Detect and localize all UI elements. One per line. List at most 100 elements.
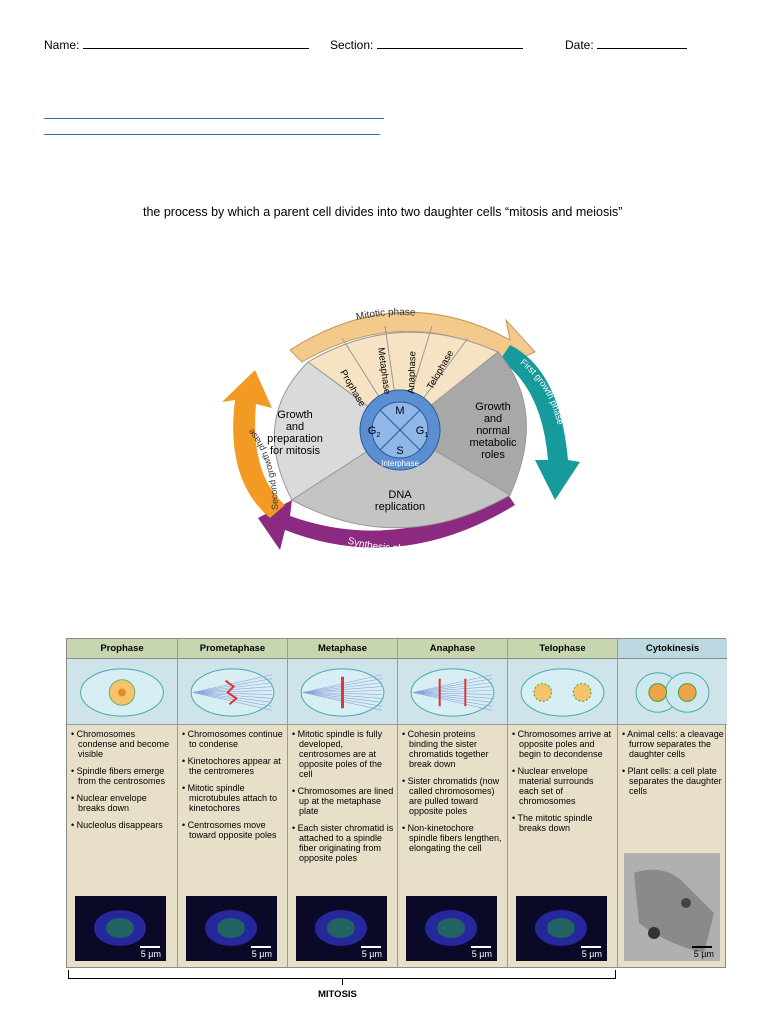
blank-line-2[interactable] <box>44 134 380 135</box>
stage-bullet-list: • Mitotic spindle is fully developed, ce… <box>292 729 394 870</box>
mitotic-wedge <box>307 331 499 431</box>
stage-bullet: • The mitotic spindle breaks down <box>512 813 593 833</box>
stage-cell-illustration <box>618 659 727 725</box>
center-m: M <box>395 405 404 417</box>
scale-bar <box>692 946 712 948</box>
stage-bullet-list: • Chromosomes condense and become visibl… <box>71 729 174 837</box>
stage-title: Telophase <box>508 639 617 659</box>
svg-text:roles: roles <box>481 449 505 461</box>
stage-bullet-list: • Animal cells: a cleavage furrow separa… <box>622 729 724 803</box>
interphase-label: Interphase <box>381 459 419 468</box>
date-label: Date: <box>565 38 594 52</box>
name-blank[interactable] <box>82 38 309 49</box>
scale-label: 5 µm <box>581 949 602 959</box>
svg-text:for mitosis: for mitosis <box>270 445 321 457</box>
stage-cell-illustration <box>288 659 397 725</box>
svg-text:replication: replication <box>375 501 425 513</box>
mitotic-phase-arrow <box>289 311 536 371</box>
scale-label: 5 µm <box>361 949 382 959</box>
stage-bullet: • Chromosomes are lined up at the metaph… <box>292 786 394 816</box>
stage-title: Cytokinesis <box>618 639 727 659</box>
svg-text:Growth: Growth <box>277 409 312 421</box>
center-g2: G2 <box>368 425 381 439</box>
svg-text:DNA: DNA <box>388 489 412 501</box>
name-field[interactable]: Name: <box>44 38 309 52</box>
stage-column-anaphase: Anaphase • Cohesin proteins binding the s… <box>398 639 508 967</box>
stage-bullet: • Nuclear envelope material surrounds ea… <box>512 766 594 806</box>
stage-column-telophase: Telophase • Chromosomes arrive at opposit… <box>508 639 618 967</box>
scale-label: 5 µm <box>251 949 272 959</box>
date-blank[interactable] <box>597 38 688 49</box>
scale-bar <box>471 946 491 948</box>
stage-bullet: • Nucleolus disappears <box>71 820 163 830</box>
stage-column-prophase: Prophase • Chromosomes condense and becom… <box>67 639 178 967</box>
stage-bullet: • Kinetochores appear at the centromeres <box>182 756 281 776</box>
stage-column-prometaphase: Prometaphase • Chromosomes continue to co… <box>178 639 288 967</box>
stage-title: Prometaphase <box>178 639 287 659</box>
fluorescence-micrograph: 5 µm <box>296 896 387 961</box>
fluorescence-micrograph: 5 µm <box>516 896 607 961</box>
first-growth-arrow <box>500 345 580 500</box>
section-label: Section: <box>330 38 374 52</box>
stage-bullet: • Nuclear envelope breaks down <box>71 793 147 813</box>
fluorescence-micrograph: 5 µm <box>75 896 166 961</box>
stage-title: Anaphase <box>398 639 507 659</box>
scale-bar <box>140 946 160 948</box>
g1-description: Growth and normal metabolic roles <box>469 401 517 461</box>
scale-label: 5 µm <box>471 949 492 959</box>
second-growth-arrow <box>222 370 285 518</box>
scale-label: 5 µm <box>693 949 714 959</box>
definition-text: the process by which a parent cell divid… <box>143 205 623 219</box>
section-blank[interactable] <box>376 38 523 49</box>
fluorescence-micrograph: 5 µm <box>186 896 277 961</box>
cell-cycle-diagram: M S G2 G1 Interphase Mitotic phase Synth… <box>222 307 580 554</box>
stage-bullet: • Non-kinetochore spindle fibers lengthe… <box>402 823 502 853</box>
stage-bullet: • Animal cells: a cleavage furrow separa… <box>622 729 724 759</box>
stage-bullet: • Cohesin proteins binding the sister ch… <box>402 729 489 769</box>
svg-text:metabolic: metabolic <box>469 437 517 449</box>
stage-bullet: • Each sister chromatid is attached to a… <box>292 823 394 863</box>
scale-label: 5 µm <box>140 949 161 959</box>
section-field[interactable]: Section: <box>330 38 523 52</box>
scale-bar <box>251 946 271 948</box>
stage-bullet-list: • Chromosomes continue to condense • Kine… <box>182 729 284 847</box>
stage-bullet: • Sister chromatids (now called chromoso… <box>402 776 500 816</box>
date-field[interactable]: Date: <box>565 38 688 52</box>
blank-line-1[interactable] <box>44 118 384 119</box>
stage-cell-illustration <box>508 659 617 725</box>
scale-bar <box>361 946 381 948</box>
anaphase-label: Anaphase <box>406 351 418 394</box>
s-wedge <box>291 429 511 529</box>
stage-column-cytokinesis: Cytokinesis • Animal cells: a cleavage fu… <box>618 639 727 967</box>
stage-bullet: • Mitotic spindle is fully developed, ce… <box>292 729 383 779</box>
mitosis-stages-table: Prophase • Chromosomes condense and becom… <box>66 638 727 968</box>
svg-text:and: and <box>286 421 304 433</box>
stage-title: Metaphase <box>288 639 397 659</box>
stage-cell-illustration <box>67 659 177 725</box>
s-description: DNA replication <box>375 489 425 513</box>
name-label: Name: <box>44 38 80 52</box>
stage-cell-illustration <box>178 659 287 725</box>
stage-bullet: • Chromosomes continue to condense <box>182 729 283 749</box>
mitosis-label: MITOSIS <box>318 989 357 1000</box>
scale-bar <box>581 946 601 948</box>
stage-bullet-list: • Cohesin proteins binding the sister ch… <box>402 729 504 860</box>
g1-wedge <box>399 351 527 496</box>
svg-text:preparation: preparation <box>267 433 323 445</box>
g2-wedge <box>273 361 401 501</box>
stage-title: Prophase <box>67 639 177 659</box>
electron-micrograph: 5 µm <box>624 853 720 961</box>
center-s: S <box>396 445 403 457</box>
fluorescence-micrograph: 5 µm <box>406 896 497 961</box>
mitosis-bracket-tick <box>342 978 343 985</box>
svg-text:Growth: Growth <box>475 401 510 413</box>
center-g1: G1 <box>416 425 429 439</box>
stage-bullet: • Mitotic spindle microtubules attach to… <box>182 783 278 813</box>
stage-bullet: • Chromosomes arrive at opposite poles a… <box>512 729 612 759</box>
stage-cell-illustration <box>398 659 507 725</box>
g2-description: Growth and preparation for mitosis <box>267 409 323 457</box>
stage-column-metaphase: Metaphase • Mitotic spindle is fully deve… <box>288 639 398 967</box>
stage-bullet: • Spindle fibers emerge from the centros… <box>71 766 166 786</box>
svg-text:normal: normal <box>476 425 510 437</box>
svg-text:and: and <box>484 413 502 425</box>
